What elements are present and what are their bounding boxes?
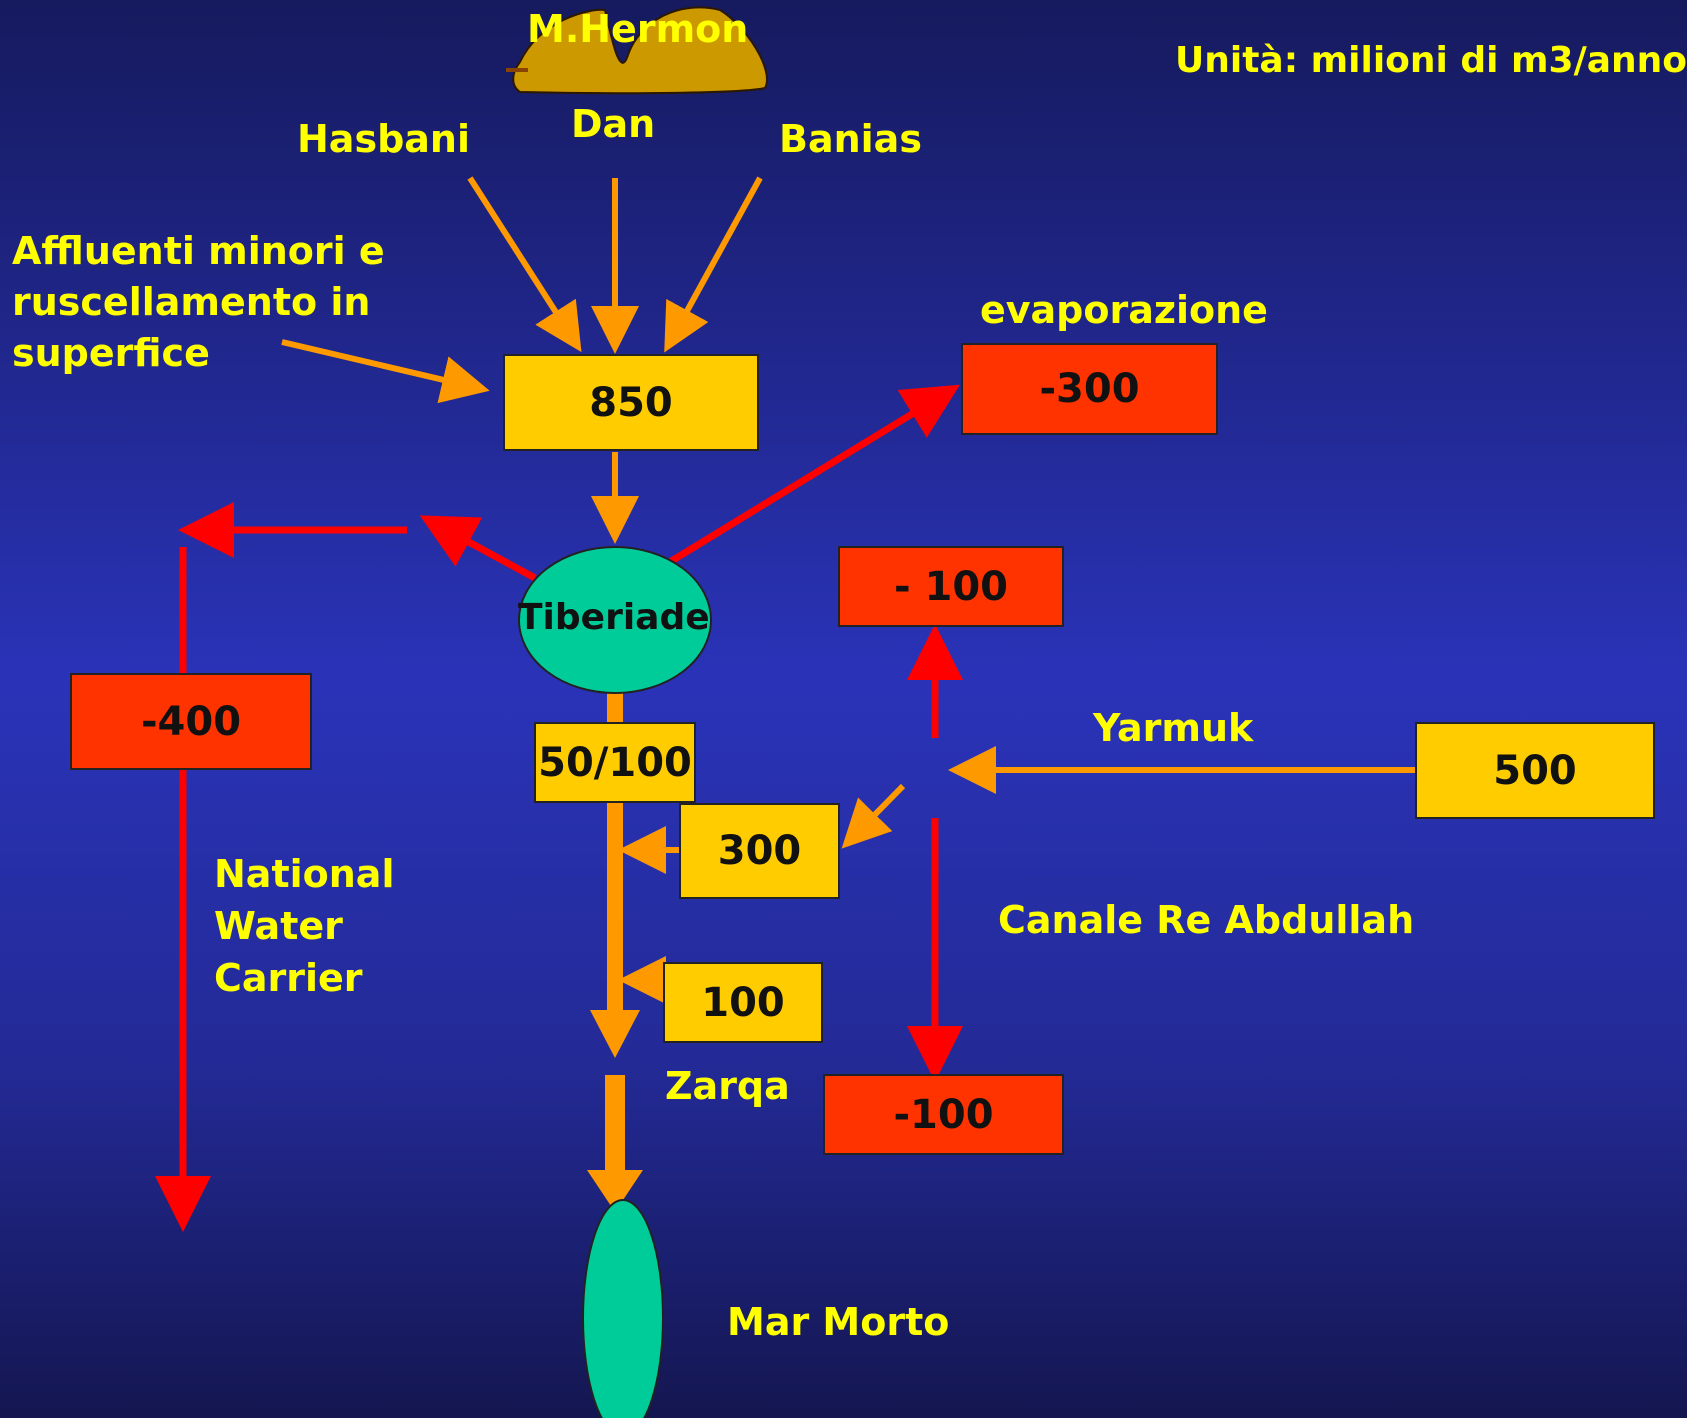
dead-sea <box>582 1199 664 1418</box>
zarqa-inflow-box: 100 <box>663 962 823 1043</box>
mount-hermon-shape <box>512 6 768 95</box>
zarqa-label: Zarqa <box>665 1064 790 1108</box>
dead-sea-label: Mar Morto <box>727 1300 950 1344</box>
mount-hermon-label: M.Hermon <box>527 7 749 51</box>
outflow-box: 50/100 <box>534 722 696 803</box>
canal-up-box: - 100 <box>838 546 1064 627</box>
yarmuk-box: 500 <box>1415 722 1655 819</box>
banias-label: Banias <box>779 117 922 161</box>
evaporation-box: -300 <box>961 343 1218 435</box>
nwc-box: -400 <box>70 673 312 770</box>
inflow-box: 850 <box>503 354 759 451</box>
jordan-channel-lower <box>605 1075 625 1173</box>
jordan-arrowhead-upper <box>590 1010 640 1058</box>
hasbani-arrow <box>467 176 582 353</box>
dan-label: Dan <box>571 102 656 146</box>
yarmuk-to-jordan-arrow <box>841 783 906 849</box>
jordan-arrowhead-lower <box>587 1170 643 1212</box>
hasbani-label: Hasbani <box>297 117 470 161</box>
canal-down-box: -100 <box>823 1074 1064 1155</box>
evaporation-label: evaporazione <box>980 288 1268 332</box>
jordan-channel <box>607 800 623 1015</box>
tributaries-arrow <box>281 339 490 404</box>
units-label: Unità: milioni di m3/anno <box>1175 40 1687 81</box>
lake-tiberiade-label: Tiberiade <box>518 597 710 638</box>
canal-label: Canale Re Abdullah <box>998 898 1415 942</box>
banias-arrow <box>664 176 763 353</box>
yarmuk-label: Yarmuk <box>1093 706 1254 750</box>
outflow-stem <box>607 688 623 726</box>
nwc-diagonal-arrow <box>419 515 537 582</box>
nwc-label: National Water Carrier <box>214 852 395 1000</box>
lake-tiberiade <box>518 546 712 694</box>
yarmuk-inflow-box: 300 <box>679 803 840 899</box>
evaporation-arrow <box>658 384 960 571</box>
tributaries-label: Affluenti minori e ruscellamento in supe… <box>12 229 385 375</box>
